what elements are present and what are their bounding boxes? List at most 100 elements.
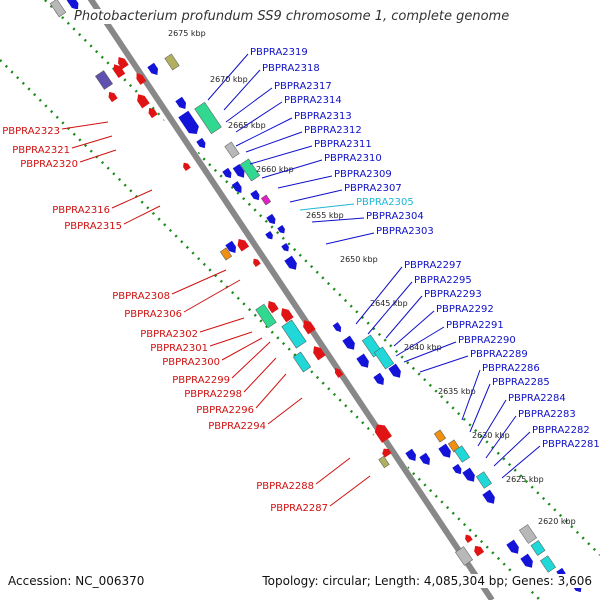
label-leader (225, 87, 273, 123)
gene-feature (136, 73, 147, 85)
gene-label[interactable]: PBPRA2294 (208, 421, 266, 432)
gene-label[interactable]: PBPRA2290 (458, 335, 516, 346)
gene-feature (506, 539, 519, 554)
gene-label[interactable]: PBPRA2304 (366, 211, 424, 222)
gene-feature (388, 363, 401, 378)
gene-label[interactable]: PBPRA2300 (162, 357, 220, 368)
gene-label[interactable]: PBPRA2291 (446, 320, 504, 331)
gene-label[interactable]: PBPRA2289 (470, 349, 528, 360)
gene-label[interactable]: PBPRA2323 (2, 126, 60, 137)
gene-label[interactable]: PBPRA2313 (294, 111, 352, 122)
gene-feature (292, 351, 312, 373)
gene-label[interactable]: PBPRA2315 (64, 221, 122, 232)
gene-feature (231, 181, 242, 193)
gc-track-outer (44, 0, 600, 556)
gene-feature (237, 239, 250, 252)
gene-label[interactable]: PBPRA2321 (12, 145, 70, 156)
gene-label[interactable]: PBPRA2314 (284, 95, 342, 106)
label-leader (501, 445, 541, 479)
label-leader (235, 101, 283, 133)
label-leader (71, 135, 113, 149)
gene-feature (482, 489, 495, 504)
gene-label[interactable]: PBPRA2320 (20, 159, 78, 170)
label-leader (61, 121, 109, 130)
gene-features (49, 0, 582, 593)
gene-label[interactable]: PBPRA2297 (404, 260, 462, 271)
gene-feature (374, 424, 393, 443)
scale-label: 2645 kbp (370, 299, 408, 308)
gene-feature (265, 231, 273, 240)
gene-label[interactable]: PBPRA2288 (256, 481, 314, 492)
gene-label[interactable]: PBPRA2281 (542, 439, 600, 450)
gene-label[interactable]: PBPRA2308 (112, 291, 170, 302)
gene-label[interactable]: PBPRA2318 (262, 63, 320, 74)
gene-label[interactable]: PBPRA2310 (324, 153, 382, 164)
gene-feature (108, 91, 118, 103)
gene-feature (378, 455, 390, 469)
scale-label: 2620 kbp (538, 517, 576, 526)
label-leader (419, 355, 469, 373)
gene-feature (260, 194, 272, 206)
label-leader (245, 131, 303, 153)
gene-label[interactable]: PBPRA2283 (518, 409, 576, 420)
label-leader (315, 457, 351, 485)
map-title: Photobacterium profundum SS9 chromosome … (72, 9, 512, 24)
gene-feature (281, 308, 294, 323)
gene-feature (178, 110, 199, 134)
gene-feature (530, 540, 546, 556)
gene-feature (373, 372, 384, 385)
gene-label[interactable]: PBPRA2286 (482, 363, 540, 374)
gene-label[interactable]: PBPRA2319 (250, 47, 308, 58)
gene-feature (454, 445, 470, 463)
gene-label[interactable]: PBPRA2301 (150, 343, 208, 354)
gene-feature (147, 62, 158, 75)
gene-label[interactable]: PBPRA2317 (274, 81, 332, 92)
gene-label[interactable]: PBPRA2305 (356, 197, 414, 208)
label-leader (329, 475, 371, 507)
gene-label[interactable]: PBPRA2299 (172, 375, 230, 386)
gene-feature (118, 57, 129, 70)
scale-label: 2675 kbp (168, 29, 206, 38)
gene-feature (113, 64, 126, 79)
label-leader (261, 159, 323, 179)
gene-feature (164, 53, 180, 71)
gene-label[interactable]: PBPRA2309 (334, 169, 392, 180)
scale-label: 2655 kbp (306, 211, 344, 220)
gene-label[interactable]: PBPRA2307 (344, 183, 402, 194)
label-leader (277, 175, 333, 189)
gene-label[interactable]: PBPRA2285 (492, 377, 550, 388)
gene-label[interactable]: PBPRA2292 (436, 304, 494, 315)
gene-feature (239, 158, 261, 182)
gene-label[interactable]: PBPRA2293 (424, 289, 482, 300)
gene-label[interactable]: PBPRA2303 (376, 226, 434, 237)
gene-label[interactable]: PBPRA2287 (270, 503, 328, 514)
gene-feature (49, 0, 67, 18)
gene-feature (540, 555, 556, 573)
gene-label[interactable]: PBPRA2298 (184, 389, 242, 400)
label-leader (403, 341, 457, 363)
gene-label[interactable]: PBPRA2311 (314, 139, 372, 150)
label-leader (199, 317, 245, 333)
gene-feature (224, 141, 240, 159)
gene-label[interactable]: PBPRA2284 (508, 393, 566, 404)
gene-feature (225, 240, 236, 253)
gene-feature (419, 452, 430, 465)
gene-label[interactable]: PBPRA2296 (196, 405, 254, 416)
gene-label[interactable]: PBPRA2316 (52, 205, 110, 216)
gene-feature (284, 255, 297, 270)
label-leader (235, 117, 293, 147)
label-leader (395, 326, 445, 357)
label-leader (385, 295, 423, 339)
gene-feature (277, 225, 285, 234)
label-leader (367, 281, 413, 335)
gene-feature (382, 448, 392, 458)
gene-label[interactable]: PBPRA2295 (414, 275, 472, 286)
gene-label[interactable]: PBPRA2282 (532, 425, 590, 436)
gene-label[interactable]: PBPRA2302 (140, 329, 198, 340)
gene-label[interactable]: PBPRA2312 (304, 125, 362, 136)
scale-label: 2625 kbp (506, 475, 544, 484)
label-leader (355, 266, 403, 325)
label-leader (111, 189, 153, 209)
gene-label[interactable]: PBPRA2306 (124, 309, 182, 320)
